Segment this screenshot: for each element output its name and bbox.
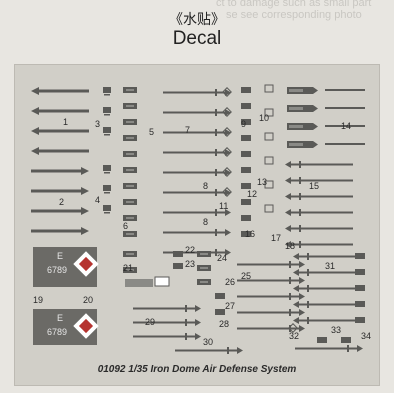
decal-number: 2: [59, 197, 65, 207]
decal-number: 6: [123, 221, 129, 231]
decal-number: 27: [225, 301, 236, 311]
background-text-line: ct to damage such as small part: [216, 0, 372, 9]
decal-number: 23: [185, 259, 196, 269]
decal-number: 32: [289, 331, 300, 341]
decal-number: 10: [259, 113, 270, 123]
decal-number: 8: [203, 181, 209, 191]
decal-number: 34: [361, 331, 372, 341]
decal-number: 8: [203, 217, 209, 227]
decal-number: 17: [271, 233, 282, 243]
decal-number: 9: [241, 119, 247, 129]
decal-number: 3: [95, 119, 101, 129]
decal-number: 13: [257, 177, 268, 187]
plate-number: 6789: [47, 265, 68, 275]
sheet-caption: 01092 1/35 Iron Dome Air Defense System: [97, 364, 297, 375]
decal-number: 25: [241, 271, 252, 281]
decal-number: 21: [123, 263, 134, 273]
decal-number: 18: [285, 241, 296, 251]
decal-number: 28: [219, 319, 230, 329]
decal-number: 5: [149, 127, 155, 137]
decal-number: 31: [325, 261, 336, 271]
decal-number: 22: [185, 245, 196, 255]
decal-artwork: [31, 84, 365, 354]
decal-number: 15: [309, 181, 320, 191]
plate-number: 6789: [47, 327, 68, 337]
decal-number: 16: [245, 229, 256, 239]
decal-number: 26: [225, 277, 236, 287]
background-text-line: se see corresponding photo: [226, 9, 362, 21]
decal-number: 7: [185, 125, 191, 135]
background-text: ct to damage such as small part se see c…: [0, 0, 394, 40]
decal-number: 29: [145, 317, 156, 327]
plate-letter: E: [57, 313, 64, 323]
decal-number: 1: [63, 117, 69, 127]
decal-number: 19: [33, 295, 44, 305]
title-english: Decal: [172, 28, 222, 49]
title-chinese: 《水贴》: [169, 11, 225, 27]
plate-letter: E: [57, 251, 64, 261]
decal-number: 12: [247, 189, 258, 199]
decal-number: 30: [203, 337, 214, 347]
decal-number: 33: [331, 325, 342, 335]
decal-number: 20: [83, 295, 94, 305]
decal-number: 11: [219, 201, 229, 211]
decal-number: 14: [341, 121, 352, 131]
decal-number: 24: [217, 253, 228, 263]
decal-sheet: E 6789 E 6789 1 2 3 4 5 6 7 8 8 9 10 11 …: [14, 64, 380, 386]
decal-number: 4: [95, 195, 101, 205]
